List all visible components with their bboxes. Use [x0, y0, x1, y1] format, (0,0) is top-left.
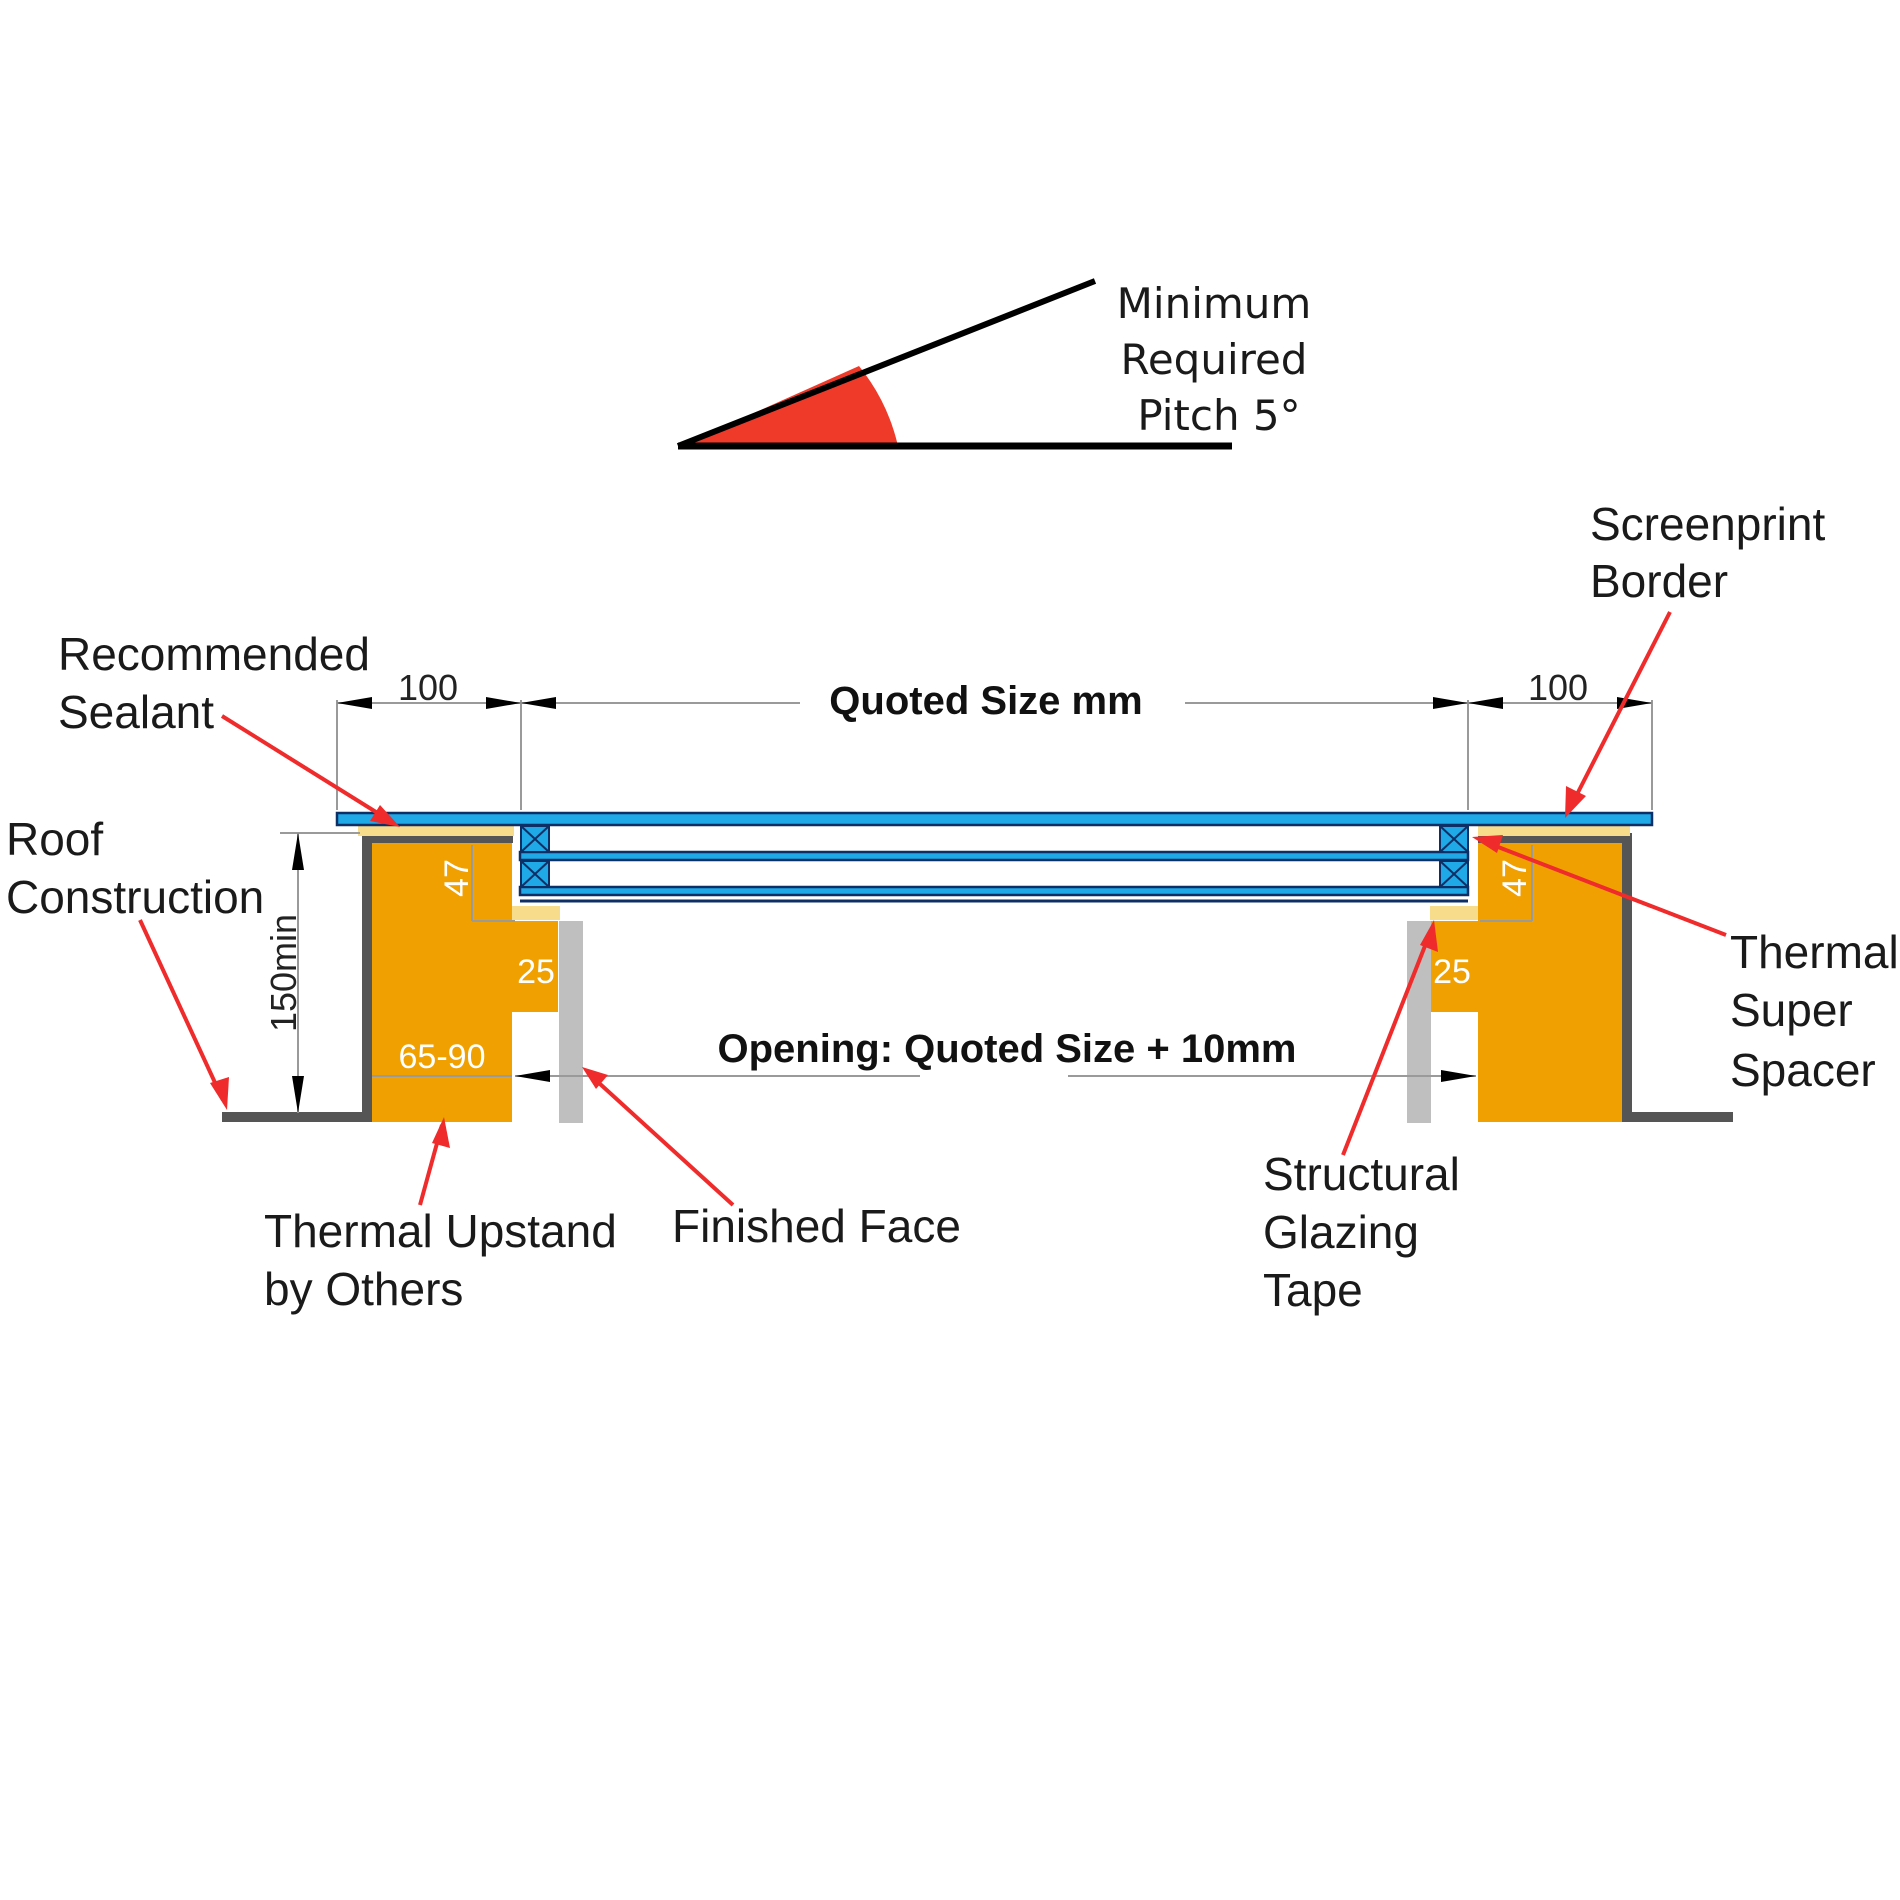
glass-pane-inner [518, 885, 1470, 897]
label-recommended-sealant: Recommended [58, 628, 370, 680]
dim-arrowhead-9 [515, 1070, 550, 1082]
arrowhead-finished-face [582, 1067, 608, 1089]
label-recommended-sealant-2: Sealant [58, 686, 214, 738]
finished-face-left [559, 921, 583, 1123]
arrowhead-sealant [370, 805, 400, 827]
finished-face-right [1407, 921, 1431, 1123]
pitch-label-line3: Pitch 5° [1137, 391, 1300, 440]
label-structural-glazing-tape: Structural [1263, 1148, 1460, 1200]
label-structural-glazing-tape-3: Tape [1263, 1264, 1363, 1316]
label-thermal-super-spacer-3: Spacer [1730, 1044, 1876, 1096]
spacer-right-bottom-cross [1439, 860, 1469, 888]
glass-unit [335, 811, 1654, 903]
dim-arrowhead-2 [486, 697, 521, 709]
arrow-roof-construction [138, 919, 225, 1101]
label-thermal-super-spacer: Thermal [1730, 926, 1899, 978]
pitch-indicator: Minimum Required Pitch 5° [676, 278, 1312, 450]
thermal-super-spacer-right [1439, 825, 1469, 888]
arrow-thermal-super-spacer [1479, 838, 1727, 937]
dim-left-depth: 47 [438, 859, 476, 897]
thermal-upstand-left [372, 843, 558, 1122]
spacer-left-bottom-cross [520, 860, 550, 888]
dim-arrowhead-7 [292, 833, 304, 870]
upstand-left-body [372, 843, 558, 1122]
arrowhead-spacer [1472, 835, 1503, 853]
dim-arrowhead-10 [1441, 1070, 1476, 1082]
label-thermal-super-spacer-2: Super [1730, 984, 1853, 1036]
dim-upstand-height: 150min [263, 914, 304, 1032]
label-screenprint-border: Screenprint [1590, 498, 1825, 550]
dimension-lines: 100 Quoted Size mm 100 150min 47 47 25 2… [263, 667, 1653, 1113]
annotations: Screenprint Border Recommended Sealant R… [6, 498, 1899, 1316]
arrowhead-glazing-tape [1420, 920, 1438, 952]
arrow-screenprint-border [1567, 611, 1672, 812]
thermal-super-spacer-left [520, 825, 550, 888]
roof-construction [222, 833, 1733, 1122]
sealant-right [1478, 826, 1630, 836]
leader-arrows [138, 611, 1727, 1207]
dim-left-ledge: 25 [517, 953, 555, 991]
dim-arrowhead-1 [337, 697, 372, 709]
roof-right [1478, 833, 1733, 1122]
dim-quoted-size: Quoted Size mm [829, 679, 1142, 723]
label-roof-construction-2: Construction [6, 871, 264, 923]
spacer-right-top-cross [1439, 825, 1469, 853]
dim-opening: Opening: Quoted Size + 10mm [718, 1027, 1297, 1071]
label-roof-construction: Roof [6, 813, 103, 865]
dim-left-border: 100 [398, 667, 458, 708]
glass-pane-outer [335, 811, 1654, 827]
label-screenprint-border-2: Border [1590, 555, 1728, 607]
dim-arrowhead-5 [1468, 697, 1503, 709]
pitch-slope-line [676, 278, 1097, 449]
glazing-tape-right [1430, 906, 1478, 920]
glass-pane-middle [518, 850, 1470, 862]
label-thermal-upstand: Thermal Upstand [264, 1205, 617, 1257]
dim-right-ledge: 25 [1433, 953, 1471, 991]
dim-arrowhead-3 [521, 697, 556, 709]
dim-arrowhead-4 [1433, 697, 1468, 709]
arrowhead-upstand [432, 1117, 450, 1148]
dim-right-border: 100 [1528, 667, 1588, 708]
roof-left [222, 833, 513, 1122]
dim-arrowhead-8 [292, 1076, 304, 1113]
arrowhead-roof [210, 1077, 229, 1110]
arrow-glazing-tape [1341, 927, 1434, 1156]
sealant-left [358, 826, 514, 836]
pitch-label-line1: Minimum [1117, 279, 1312, 328]
arrow-recommended-sealant [220, 714, 394, 824]
spacer-left-top-cross [520, 825, 550, 853]
arrowhead-screenprint [1565, 786, 1586, 818]
pitch-label-line2: Required [1121, 335, 1308, 384]
dim-right-depth: 47 [1496, 859, 1534, 897]
arrow-finished-face [586, 1071, 735, 1207]
dim-upstand-width: 65-90 [399, 1038, 486, 1076]
label-thermal-upstand-2: by Others [264, 1263, 463, 1315]
label-structural-glazing-tape-2: Glazing [1263, 1206, 1419, 1258]
glazing-tape-left [512, 906, 560, 920]
label-finished-face: Finished Face [672, 1200, 961, 1252]
